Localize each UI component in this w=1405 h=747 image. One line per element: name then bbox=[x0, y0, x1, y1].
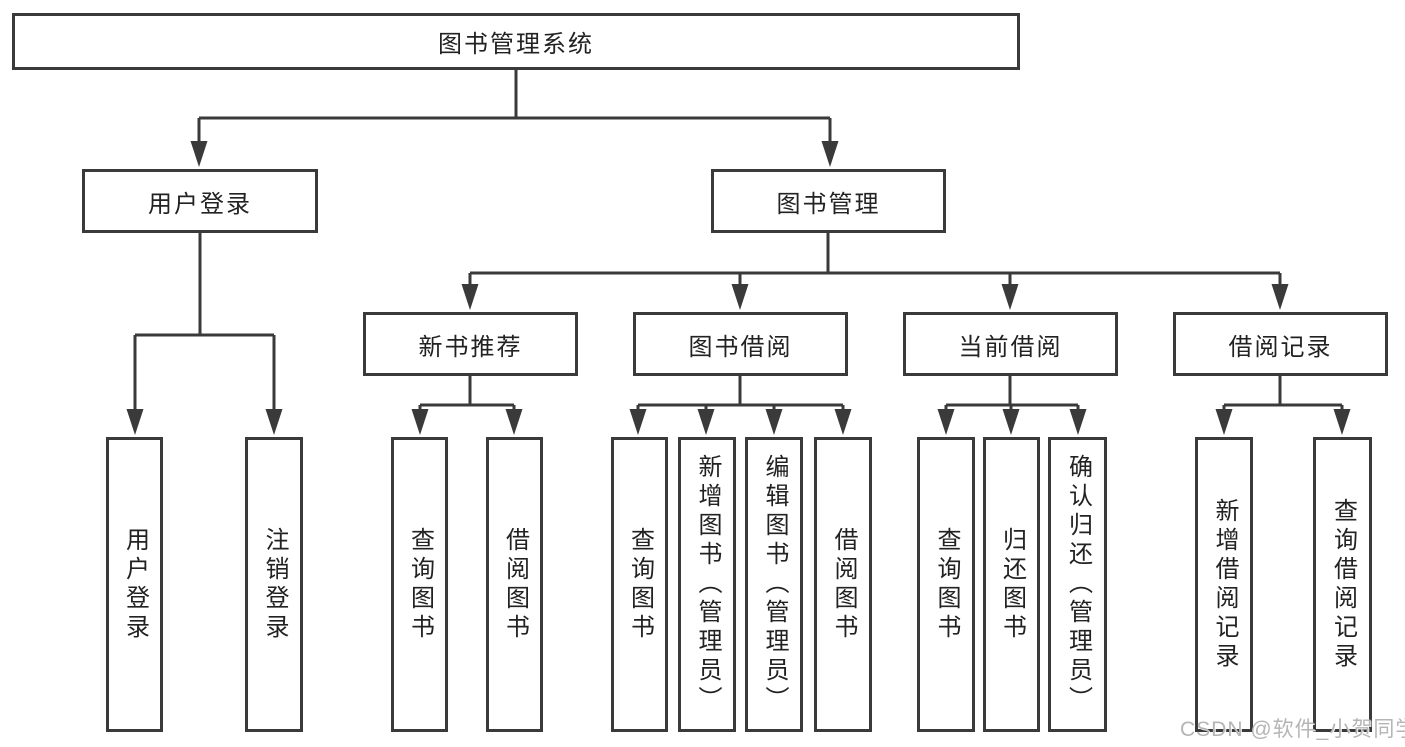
csdn-watermark: CSDN @软件_小贺同学 bbox=[1180, 718, 1405, 741]
node-logout: 注销登录 bbox=[245, 437, 303, 732]
leaf-label: 查询借阅记录 bbox=[1329, 497, 1357, 672]
node-book-management-branch: 图书管理 bbox=[711, 169, 946, 233]
node-current-borrowing: 当前借阅 bbox=[903, 312, 1118, 376]
node-query-books-borrow: 查询图书 bbox=[611, 437, 668, 732]
leaf-label: 归还图书 bbox=[998, 526, 1026, 643]
leaf-label: 新增借阅记录 bbox=[1211, 497, 1238, 672]
node-return-book: 归还图书 bbox=[983, 437, 1040, 732]
node-user-login-leaf: 用户登录 bbox=[106, 437, 163, 732]
node-query-books-current: 查询图书 bbox=[917, 437, 975, 732]
node-book-borrowing: 图书借阅 bbox=[633, 312, 848, 376]
node-add-borrow-record: 新增借阅记录 bbox=[1195, 437, 1253, 732]
node-add-book-admin: 新增图书（管理员） bbox=[678, 437, 736, 732]
node-confirm-return-admin: 确认归还（管理员） bbox=[1048, 437, 1107, 732]
node-borrow-books-recommend: 借阅图书 bbox=[486, 437, 543, 732]
leaf-label: 确认归还（管理员） bbox=[1064, 454, 1092, 715]
leaf-label: 查询图书 bbox=[933, 526, 960, 643]
leaf-label: 编辑图书（管理员） bbox=[761, 454, 788, 715]
node-new-book-recommend: 新书推荐 bbox=[363, 312, 578, 376]
leaf-label: 注销登录 bbox=[261, 526, 288, 643]
leaf-label: 新增图书（管理员） bbox=[694, 454, 721, 715]
node-query-books-recommend: 查询图书 bbox=[391, 437, 448, 732]
leaf-label: 查询图书 bbox=[406, 526, 434, 643]
node-query-borrow-record: 查询借阅记录 bbox=[1313, 437, 1372, 732]
node-borrowing-records: 借阅记录 bbox=[1173, 312, 1388, 376]
leaf-label: 用户登录 bbox=[121, 526, 149, 643]
leaf-label: 借阅图书 bbox=[501, 526, 529, 643]
node-library-management-system: 图书管理系统 bbox=[12, 13, 1020, 70]
node-user-login-branch: 用户登录 bbox=[82, 169, 318, 233]
leaf-label: 查询图书 bbox=[626, 526, 654, 643]
node-borrow-books: 借阅图书 bbox=[814, 437, 872, 732]
leaf-label: 借阅图书 bbox=[830, 526, 857, 643]
node-edit-book-admin: 编辑图书（管理员） bbox=[745, 437, 803, 732]
